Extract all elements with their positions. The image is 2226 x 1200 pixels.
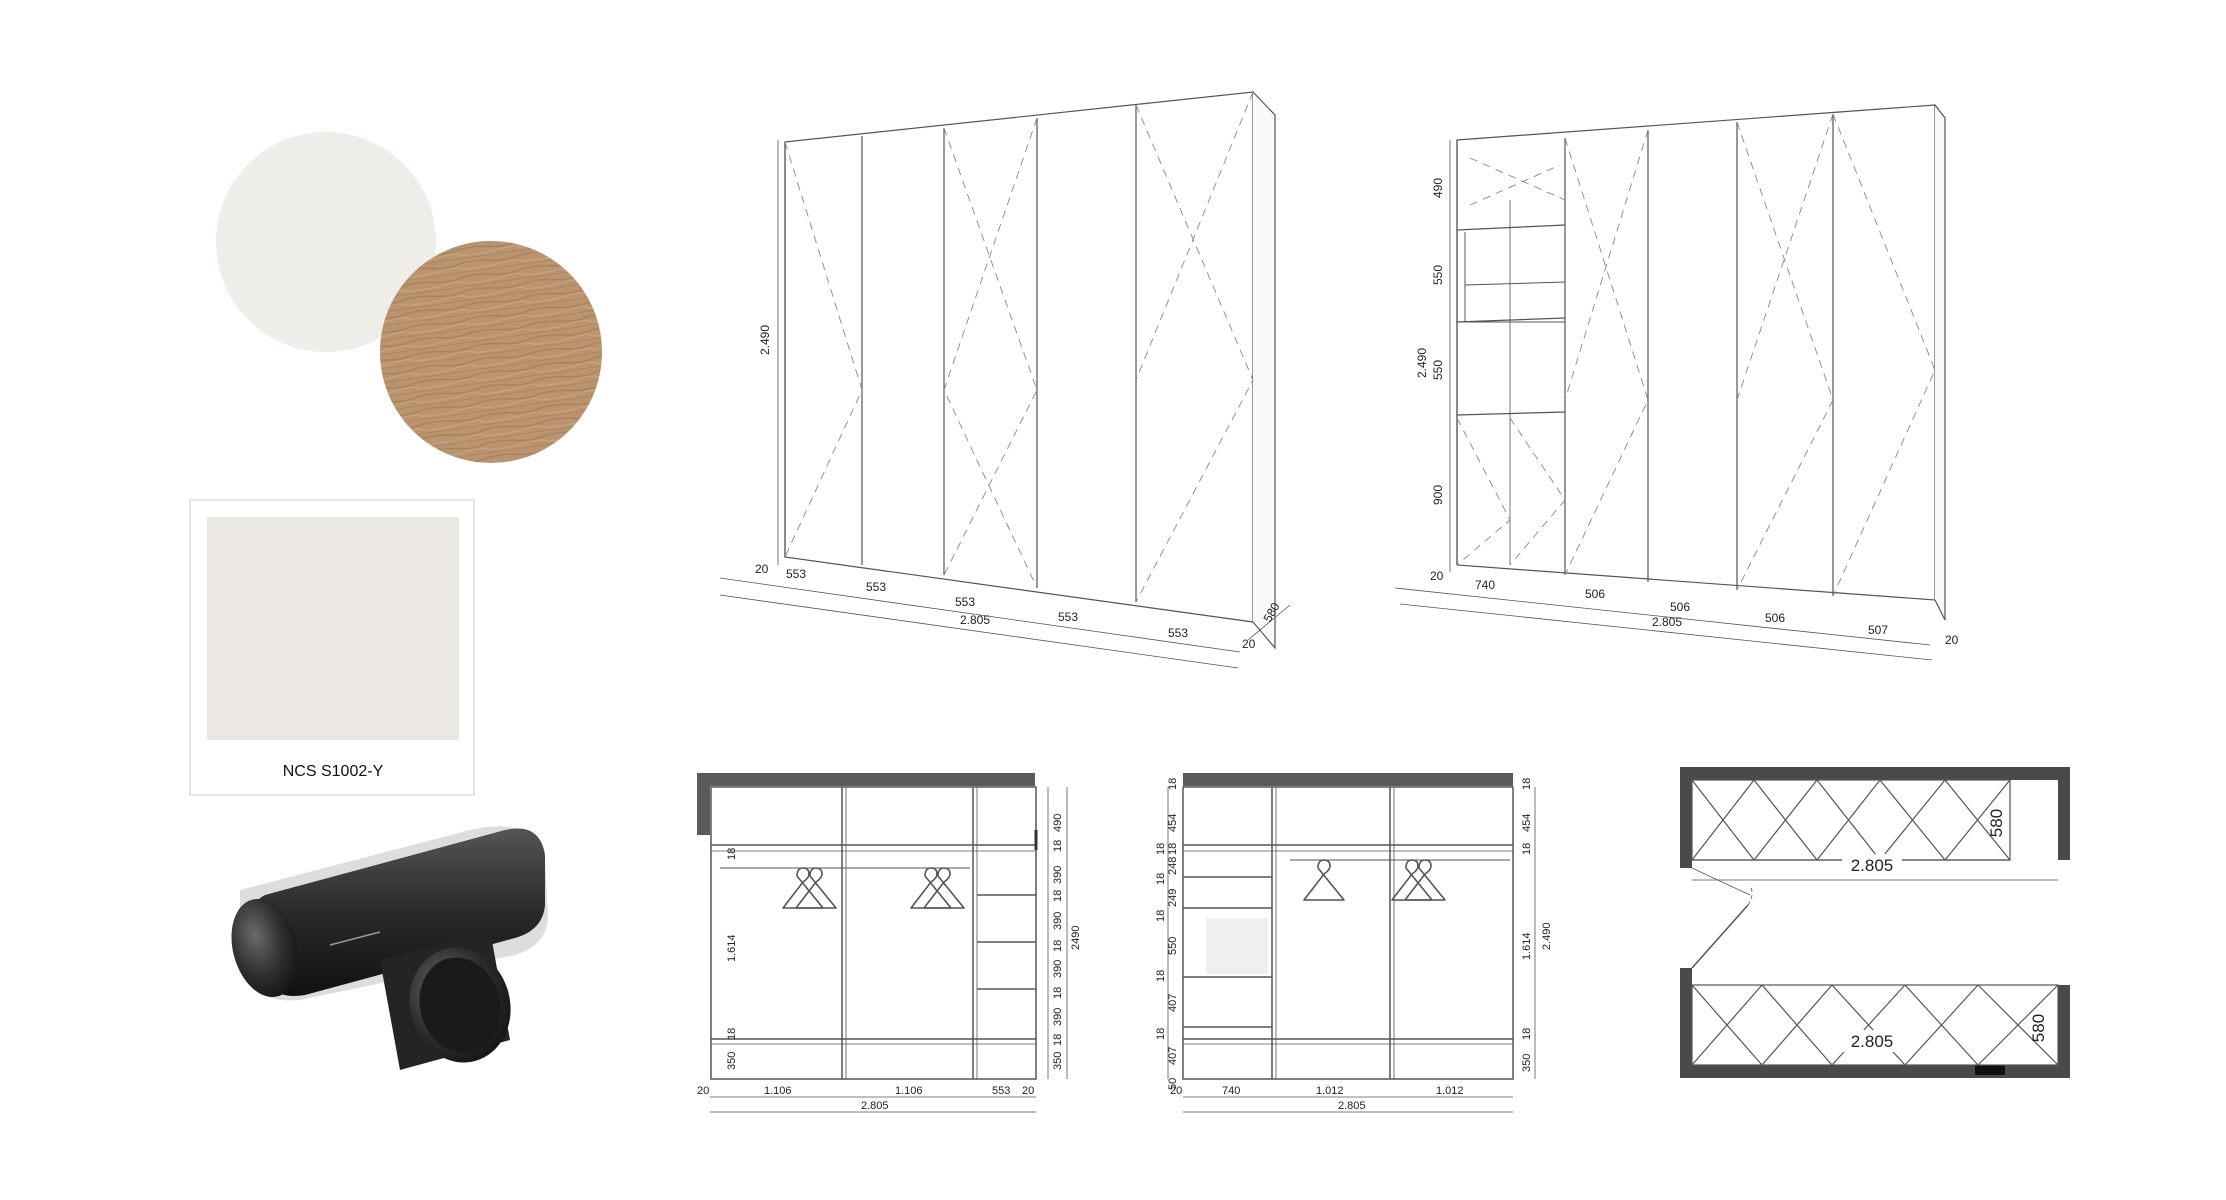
e1-lv2: 18 xyxy=(726,1028,738,1040)
p2-w1: 740 xyxy=(1475,578,1495,592)
ncs-label: NCS S1002-Y xyxy=(283,763,384,780)
p2-v1: 490 xyxy=(1431,178,1445,198)
e2-lv12: 407 xyxy=(1167,1047,1179,1065)
p2-v2: 550 xyxy=(1431,265,1445,285)
p1-height: 2.490 xyxy=(758,325,772,355)
e1-b2: 1.106 xyxy=(895,1085,923,1097)
p1-base2: 20 xyxy=(1242,637,1256,651)
e2-lv8: 550 xyxy=(1167,937,1179,955)
p1-base: 20 xyxy=(755,562,769,576)
e2-rv2: 18 xyxy=(1521,843,1533,855)
e2-lv10: 407 xyxy=(1167,994,1179,1012)
e1-rv0: 18 xyxy=(1052,840,1064,852)
p2-w2: 506 xyxy=(1585,587,1605,601)
t-bar-handle-icon xyxy=(231,826,548,1070)
e1-b4: 20 xyxy=(1022,1085,1034,1097)
e1-rv2: 18 xyxy=(1052,890,1064,902)
p2-total: 2.805 xyxy=(1652,615,1682,629)
e1-b1: 1.106 xyxy=(764,1085,792,1097)
e2-lv13: 50 xyxy=(1167,1078,1179,1090)
e1-rv6: 18 xyxy=(1052,987,1064,999)
e1-lv1: 1.614 xyxy=(726,934,738,962)
floor-plan: 2.805 580 2.805 580 xyxy=(1680,767,2070,1078)
e2-rv3: 1.614 xyxy=(1521,932,1533,960)
p1-w4: 553 xyxy=(1058,610,1078,624)
e2-lv9: 18 xyxy=(1155,970,1167,982)
p2-w3: 506 xyxy=(1670,600,1690,614)
e2-b2: 1.012 xyxy=(1316,1085,1344,1097)
p2-base: 20 xyxy=(1430,569,1444,583)
e1-b3: 553 xyxy=(992,1085,1010,1097)
e2-lv7: 18 xyxy=(1155,910,1167,922)
e2-b0: 20 xyxy=(1170,1085,1182,1097)
e2-lv4: 248 xyxy=(1167,857,1179,875)
e1-rv9: 390 xyxy=(1052,1008,1064,1026)
plan-top-depth: 580 xyxy=(1987,809,2006,837)
e1-rv3: 390 xyxy=(1052,866,1064,884)
perspective-2-dims: 490 550 550 900 2.490 20 740 506 506 506… xyxy=(1415,178,1959,647)
e1-total-height: 2490 xyxy=(1070,926,1082,950)
e1-rv7: 390 xyxy=(1052,960,1064,978)
ncs-color-square xyxy=(207,517,459,740)
e1-b0: 20 xyxy=(697,1085,709,1097)
p1-w3: 553 xyxy=(955,595,975,609)
elevation-wardrobe-1 xyxy=(697,773,1038,1080)
elevation-1-dimlines xyxy=(710,787,1068,1113)
elevation-1-dims: 490 390 390 390 390 350 18 18 18 18 18 1… xyxy=(697,814,1082,1112)
e2-lv2: 18 xyxy=(1155,843,1167,855)
p1-w5: 553 xyxy=(1168,626,1188,640)
e1-total: 2.805 xyxy=(861,1100,889,1112)
white-fabric-swatch xyxy=(216,132,436,352)
plan-bottom-width: 2.805 xyxy=(1851,1032,1894,1051)
material-swatches: NCS S1002-Y xyxy=(189,132,602,1070)
p2-w4: 506 xyxy=(1765,611,1785,625)
e2-b1: 740 xyxy=(1222,1085,1240,1097)
plan-top-width: 2.805 xyxy=(1851,856,1894,875)
plan-bottom-depth: 580 xyxy=(2029,1014,2048,1042)
e1-rv4: 18 xyxy=(1052,940,1064,952)
p1-total: 2.805 xyxy=(960,613,990,627)
e2-lv11: 18 xyxy=(1155,1028,1167,1040)
p1-w2: 553 xyxy=(866,580,886,594)
elevation-wardrobe-2 xyxy=(1182,773,1514,1080)
ncs-swatch-card: NCS S1002-Y xyxy=(189,499,475,796)
e1-rv11: 350 xyxy=(1052,1052,1064,1070)
oak-swatch xyxy=(380,241,602,463)
e1-lv0: 18 xyxy=(726,848,738,860)
p2-v4: 900 xyxy=(1431,485,1445,505)
e2-lv1: 454 xyxy=(1167,814,1179,832)
e2-rv0: 18 xyxy=(1521,778,1533,790)
elevation-2-dims: 18 454 18 18 248 18 249 18 550 18 407 18… xyxy=(1155,778,1553,1112)
e2-rv1: 454 xyxy=(1521,814,1533,832)
e2-lv6: 249 xyxy=(1167,889,1179,907)
e1-rv8: 18 xyxy=(1052,1034,1064,1046)
e1-lv3: 350 xyxy=(726,1052,738,1070)
perspective-1-dims: 2.490 20 553 553 553 553 553 2.805 580 2… xyxy=(755,325,1283,651)
e2-lv3: 18 xyxy=(1167,843,1179,855)
e2-lv5: 18 xyxy=(1155,873,1167,885)
p1-w1: 553 xyxy=(786,567,806,581)
e1-rv1: 490 xyxy=(1052,814,1064,832)
e2-rv4: 18 xyxy=(1521,1028,1533,1040)
p2-w5: 507 xyxy=(1868,623,1888,637)
e2-total: 2.805 xyxy=(1338,1100,1366,1112)
p2-base2: 20 xyxy=(1945,633,1959,647)
e2-b3: 1.012 xyxy=(1436,1085,1464,1097)
e2-rv5: 350 xyxy=(1521,1054,1533,1072)
perspective-wardrobe-1 xyxy=(719,91,1291,669)
e2-lv0: 18 xyxy=(1167,778,1179,790)
e1-rv5: 390 xyxy=(1052,912,1064,930)
e2-total-height: 2.490 xyxy=(1541,922,1553,950)
elevation-2-dimlines xyxy=(1167,787,1536,1113)
p2-v3: 550 xyxy=(1431,360,1445,380)
p2-height: 2.490 xyxy=(1415,348,1429,378)
perspective-wardrobe-2 xyxy=(1394,104,1946,661)
